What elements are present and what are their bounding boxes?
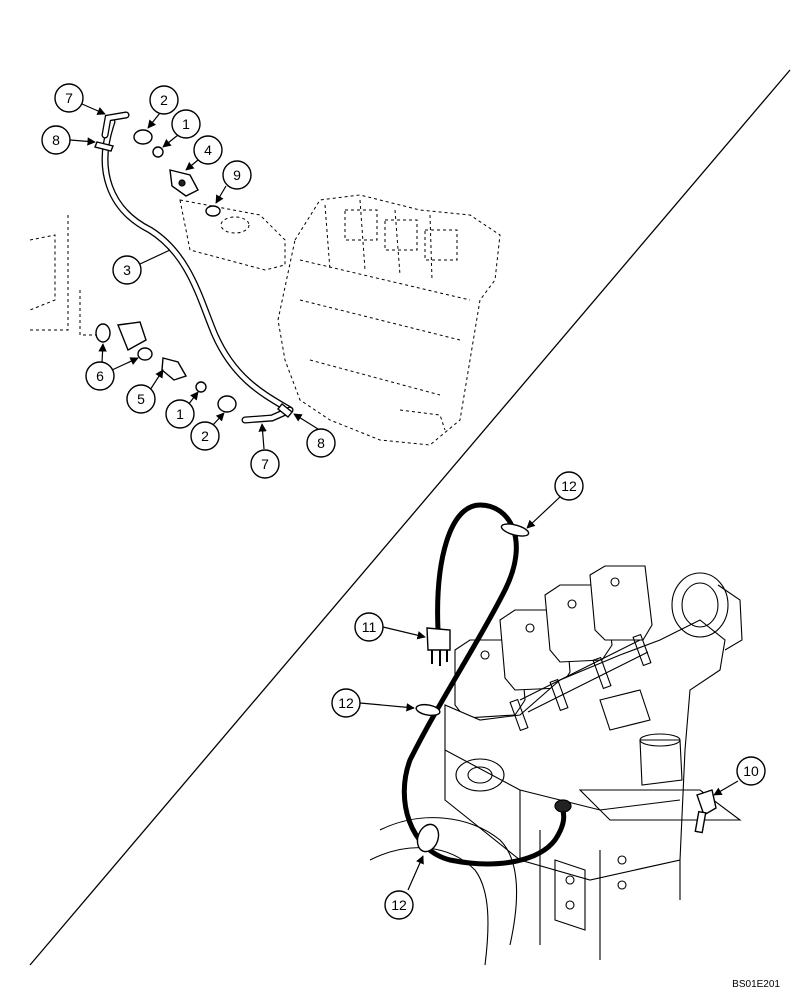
fitting-bottom [117, 321, 147, 351]
svg-text:7: 7 [65, 90, 73, 106]
hose-clamp-bottom [277, 403, 293, 418]
adapter-bottom [195, 381, 207, 393]
svg-text:12: 12 [561, 478, 577, 494]
svg-text:4: 4 [204, 142, 212, 158]
svg-text:1: 1 [176, 406, 184, 422]
callout-9: 9 [215, 160, 252, 204]
engine-outline-top [277, 194, 501, 446]
callout-10: 10 [713, 756, 766, 796]
callout-2-bottom: 2 [190, 412, 225, 451]
svg-text:7: 7 [261, 456, 269, 472]
callout-8-top: 8 [41, 125, 96, 155]
svg-text:11: 11 [362, 619, 377, 635]
svg-text:8: 8 [52, 132, 60, 148]
sealing-washer-bottom [95, 323, 111, 343]
adapter-top [152, 146, 164, 158]
tie-strap-middle [415, 703, 441, 717]
block-heater-element [694, 789, 717, 834]
callout-7-bottom: 7 [250, 423, 280, 479]
svg-text:1: 1 [182, 116, 190, 132]
callout-12-bottom: 12 [384, 855, 424, 920]
manifold-outline [179, 199, 286, 271]
svg-text:5: 5 [137, 391, 145, 407]
temperature-switch-bottom [161, 357, 188, 381]
svg-text:10: 10 [743, 763, 759, 779]
svg-text:6: 6 [96, 368, 104, 384]
callout-4: 4 [185, 135, 223, 171]
bushing-bottom [217, 395, 237, 413]
bushing-top [133, 129, 153, 145]
radiator-outline [29, 215, 110, 336]
callout-12-top: 12 [526, 471, 584, 529]
figure-reference-code: BS01E201 [732, 979, 780, 990]
switch-terminal [178, 179, 186, 187]
heater-hose [101, 111, 294, 424]
cord-plug [426, 627, 451, 666]
callout-3: 3 [112, 249, 171, 285]
svg-text:3: 3 [123, 262, 131, 278]
svg-text:12: 12 [391, 897, 407, 913]
callout-5: 5 [126, 369, 164, 414]
callout-6: 6 [85, 343, 139, 391]
callout-1-bottom: 1 [165, 391, 199, 429]
svg-text:2: 2 [160, 92, 168, 108]
callout-7-top: 7 [54, 83, 106, 115]
hose-clamp-top [94, 141, 114, 152]
engine-block [369, 565, 743, 966]
callout-8-bottom: 8 [293, 413, 336, 458]
svg-text:2: 2 [201, 428, 209, 444]
heater-cord [401, 502, 567, 867]
washer-bottom [137, 347, 153, 361]
cord-socket [554, 799, 572, 813]
svg-text:12: 12 [338, 695, 354, 711]
tie-strap-bottom [416, 823, 440, 853]
svg-text:9: 9 [233, 167, 241, 183]
callout-12-middle: 12 [331, 688, 415, 718]
tie-strap-top [500, 523, 530, 537]
callout-2-top: 2 [147, 85, 179, 129]
sealing-washer-top [205, 205, 221, 217]
section-divider-line [29, 69, 791, 966]
callout-11: 11 [354, 612, 426, 642]
svg-text:8: 8 [317, 435, 325, 451]
callout-1-top: 1 [162, 109, 201, 148]
